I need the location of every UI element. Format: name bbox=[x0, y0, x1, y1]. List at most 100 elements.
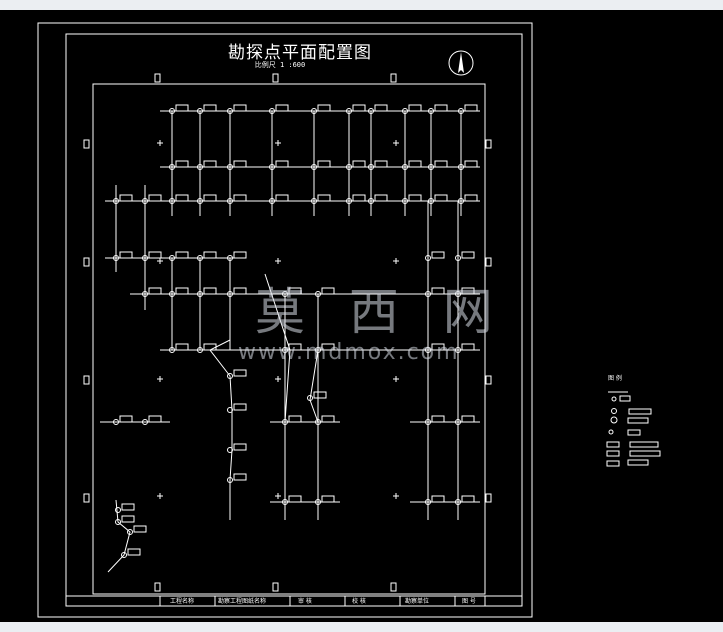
borehole-point bbox=[169, 251, 189, 261]
borehole-point bbox=[315, 415, 335, 425]
title-block-cell: 校 核 bbox=[352, 598, 366, 605]
title-block-cell: 勘察单位 bbox=[405, 598, 430, 605]
boundary-mark bbox=[272, 582, 279, 592]
borehole-point bbox=[311, 104, 331, 114]
site-plan-drawing bbox=[37, 22, 661, 618]
borehole-point bbox=[142, 415, 162, 425]
title-block-cell: 审 核 bbox=[298, 598, 312, 605]
borehole-point bbox=[282, 495, 302, 505]
borehole-point bbox=[142, 287, 162, 297]
borehole-point bbox=[113, 251, 133, 261]
borehole-point bbox=[315, 343, 335, 353]
grid-line bbox=[209, 339, 233, 520]
borehole-point bbox=[227, 369, 247, 379]
borehole-point bbox=[458, 194, 478, 204]
grid-lines bbox=[100, 110, 480, 573]
borehole-point bbox=[315, 287, 335, 297]
borehole-point bbox=[315, 495, 335, 505]
borehole-point bbox=[227, 443, 247, 453]
north-arrow-icon bbox=[448, 50, 474, 76]
title-block-cell: 工程名称 bbox=[170, 598, 195, 605]
cross-mark bbox=[275, 493, 281, 499]
legend bbox=[606, 391, 661, 467]
borehole-point bbox=[346, 194, 366, 204]
borehole-point bbox=[197, 287, 217, 297]
cross-mark bbox=[275, 140, 281, 146]
borehole-point bbox=[169, 160, 189, 170]
borehole-point bbox=[458, 160, 478, 170]
boundary-mark bbox=[83, 375, 90, 385]
borehole-point bbox=[113, 415, 133, 425]
borehole-point bbox=[142, 251, 162, 261]
borehole-point bbox=[311, 194, 331, 204]
borehole-point bbox=[455, 287, 475, 297]
borehole-point bbox=[197, 251, 217, 261]
borehole-point bbox=[455, 343, 475, 353]
borehole-point bbox=[425, 415, 445, 425]
inner-frame bbox=[65, 33, 523, 607]
borehole-point bbox=[169, 287, 189, 297]
borehole-point bbox=[142, 194, 162, 204]
site-boundary bbox=[92, 83, 486, 595]
boundary-marks bbox=[83, 73, 492, 592]
borehole-point bbox=[455, 251, 475, 261]
borehole-point bbox=[455, 495, 475, 505]
boundary-mark bbox=[485, 493, 492, 503]
borehole-point bbox=[227, 473, 247, 483]
borehole-point bbox=[113, 194, 133, 204]
borehole-point bbox=[197, 104, 217, 114]
cross-mark bbox=[275, 376, 281, 382]
boundary-mark bbox=[485, 257, 492, 267]
borehole-point bbox=[269, 160, 289, 170]
borehole-point bbox=[425, 343, 445, 353]
grid-line bbox=[107, 499, 131, 573]
borehole-point bbox=[307, 391, 327, 401]
borehole-point bbox=[346, 104, 366, 114]
boundary-mark bbox=[83, 257, 90, 267]
borehole-point bbox=[455, 415, 475, 425]
cross-mark bbox=[157, 493, 163, 499]
borehole-point bbox=[368, 194, 388, 204]
cross-mark bbox=[393, 493, 399, 499]
boundary-mark bbox=[272, 73, 279, 83]
borehole-point bbox=[282, 343, 302, 353]
legend-title: 图 例 bbox=[608, 375, 622, 382]
boundary-mark bbox=[83, 139, 90, 149]
borehole-point bbox=[428, 104, 448, 114]
borehole-point bbox=[402, 104, 422, 114]
title-block bbox=[66, 595, 522, 606]
borehole-point bbox=[169, 104, 189, 114]
borehole-point bbox=[269, 104, 289, 114]
boundary-mark bbox=[390, 582, 397, 592]
borehole-point bbox=[169, 343, 189, 353]
borehole-point bbox=[197, 343, 217, 353]
borehole-point bbox=[282, 287, 302, 297]
borehole-point bbox=[282, 415, 302, 425]
cad-viewport[interactable]: 勘探点平面配置图 比例尺 1 :600 工程名称 勘察工程图纸名称 审 核 校 … bbox=[0, 10, 723, 622]
cross-mark bbox=[393, 140, 399, 146]
borehole-point bbox=[227, 104, 247, 114]
status-bar bbox=[0, 622, 723, 632]
boundary-mark bbox=[485, 139, 492, 149]
cross-mark bbox=[393, 258, 399, 264]
borehole-point bbox=[311, 160, 331, 170]
borehole-point bbox=[227, 251, 247, 261]
borehole-point bbox=[227, 287, 247, 297]
cross-mark bbox=[275, 258, 281, 264]
borehole-point bbox=[169, 194, 189, 204]
borehole-point bbox=[425, 287, 445, 297]
title-block-cell: 图 号 bbox=[462, 598, 476, 605]
borehole-point bbox=[428, 194, 448, 204]
drawing-scale: 比例尺 1 :600 bbox=[254, 61, 306, 69]
boundary-mark bbox=[154, 73, 161, 83]
borehole-point bbox=[227, 403, 247, 413]
borehole-point bbox=[197, 160, 217, 170]
cross-mark bbox=[157, 376, 163, 382]
borehole-point bbox=[346, 160, 366, 170]
cross-mark bbox=[157, 258, 163, 264]
borehole-point bbox=[121, 548, 141, 558]
borehole-point bbox=[368, 104, 388, 114]
cross-mark bbox=[393, 376, 399, 382]
borehole-point bbox=[368, 160, 388, 170]
borehole-point bbox=[425, 495, 445, 505]
